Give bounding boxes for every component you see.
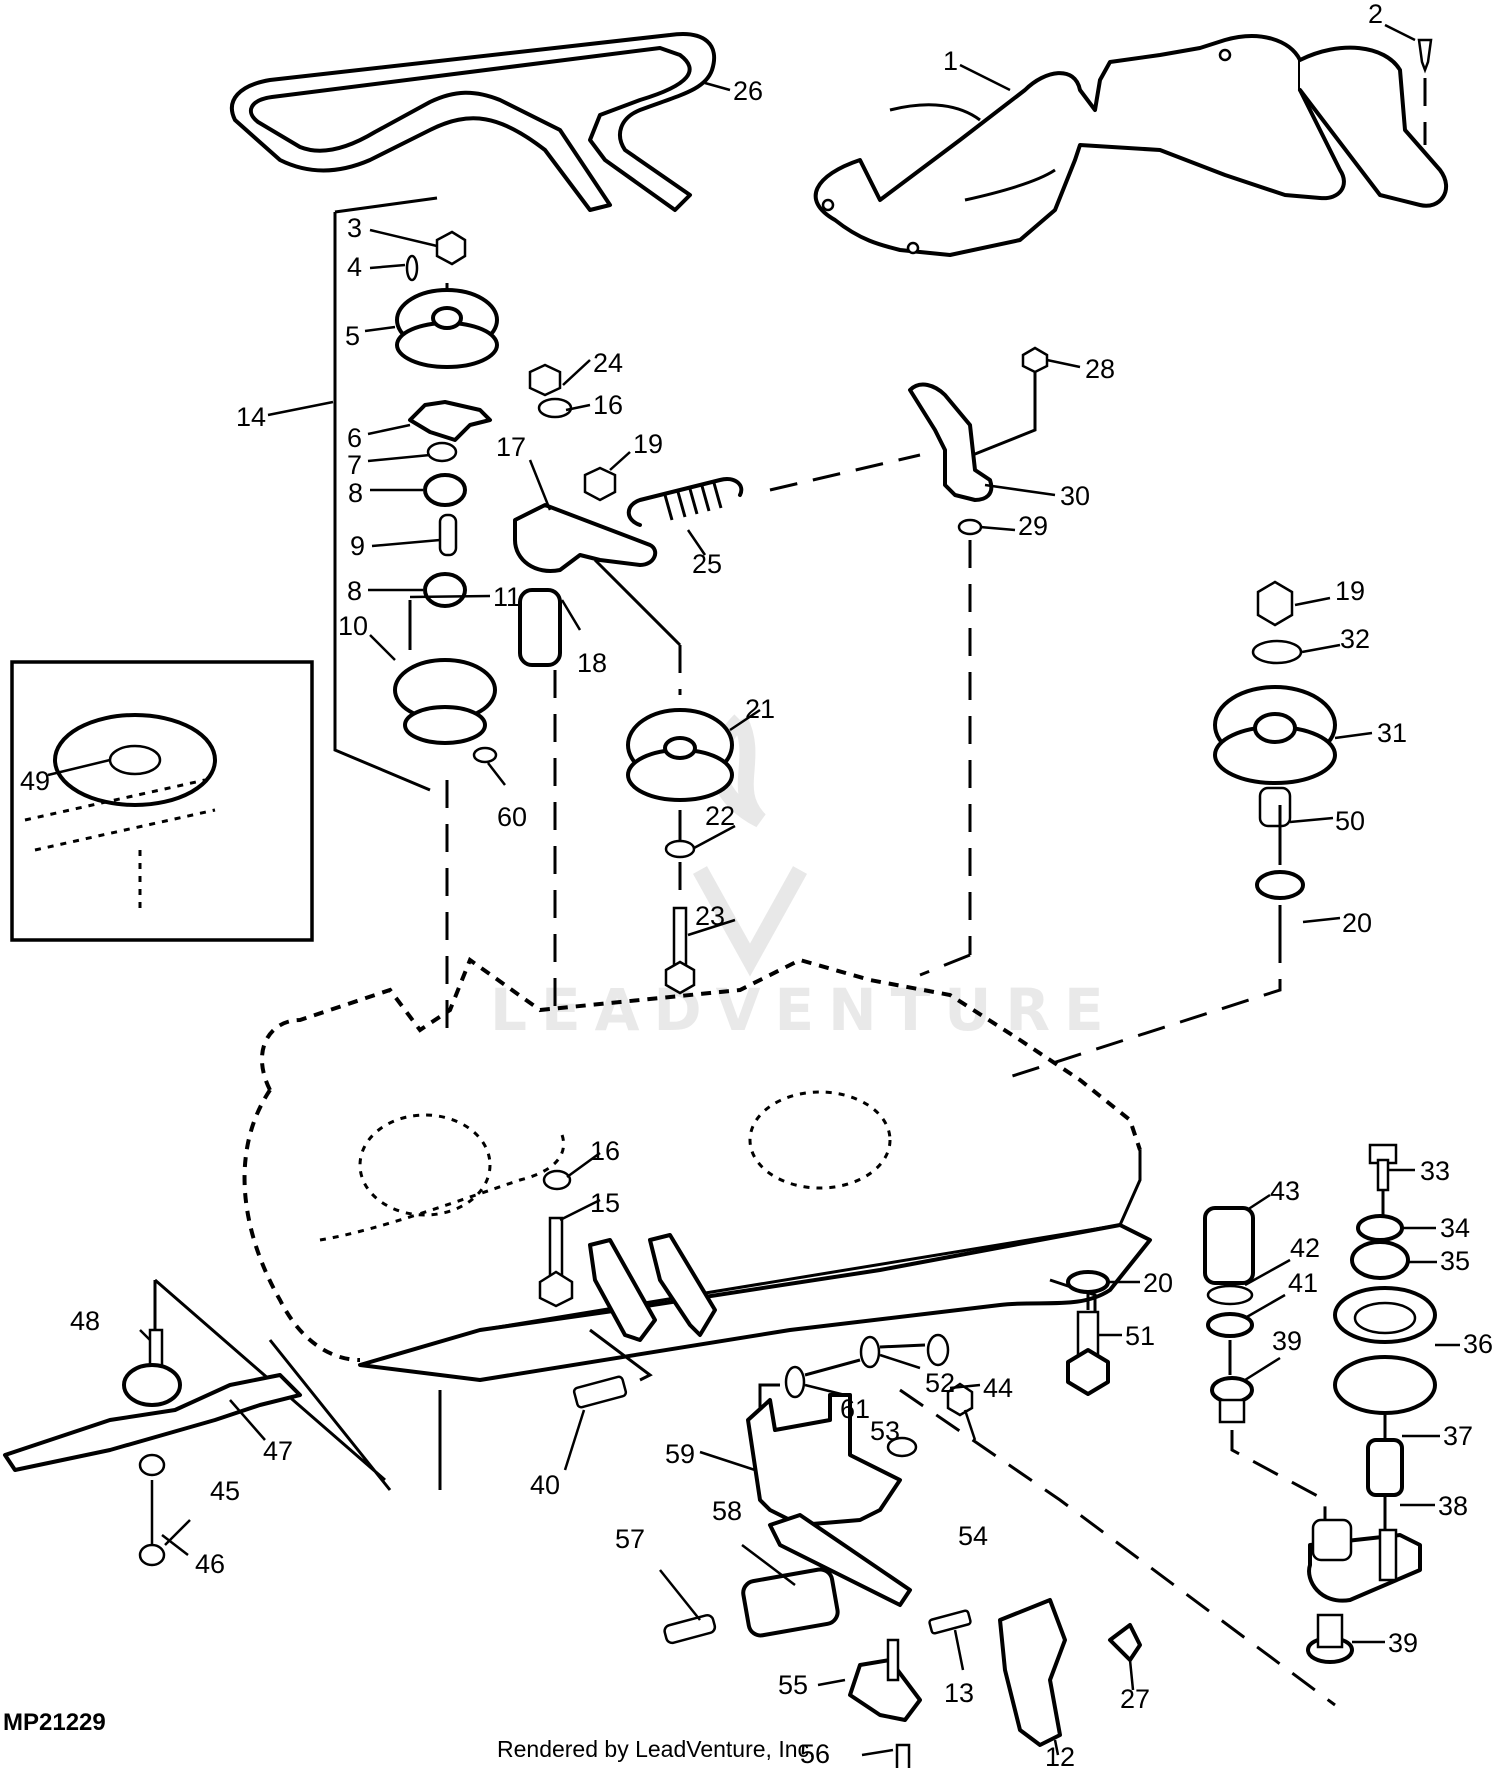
callout-49: 49	[20, 766, 50, 796]
callout-31: 31	[1377, 718, 1407, 748]
callout-30: 30	[1060, 481, 1090, 511]
watermark: LEADVENTURE	[490, 714, 1118, 1044]
callout-58: 58	[712, 1496, 742, 1526]
deck-center-bolts	[538, 1169, 574, 1308]
callout-24: 24	[593, 348, 623, 378]
callout-53: 53	[870, 1416, 900, 1446]
callout-17: 17	[496, 432, 526, 462]
left-spindle-assembly	[333, 196, 499, 1030]
callout-7: 7	[347, 450, 362, 480]
callout-39b: 39	[1388, 1628, 1418, 1658]
callouts: 1 2 3 4 5 6 7 8 9 8 10 11 14 60 49 24 16…	[20, 0, 1493, 1768]
inset-blade-adapter	[10, 660, 314, 942]
callout-37: 37	[1443, 1421, 1473, 1451]
idler-arm-assembly	[908, 346, 1049, 977]
watermark-text: LEADVENTURE	[490, 976, 1118, 1044]
deck-bolt-51	[1066, 1270, 1110, 1396]
callout-15: 15	[590, 1188, 620, 1218]
callout-29: 29	[1018, 511, 1048, 541]
callout-42: 42	[1290, 1233, 1320, 1263]
callout-60: 60	[497, 802, 527, 832]
lift-hinge-plates	[572, 1233, 717, 1409]
callout-16a: 16	[593, 390, 623, 420]
idler-bracket-assembly	[513, 363, 682, 1010]
callout-20b: 20	[1143, 1268, 1173, 1298]
part-screw-2	[1417, 38, 1433, 145]
callout-26: 26	[733, 76, 763, 106]
callout-33: 33	[1420, 1156, 1450, 1186]
mower-deck	[242, 956, 1152, 1382]
callout-51: 51	[1125, 1321, 1155, 1351]
right-pivot-stack	[1203, 1206, 1327, 1540]
callout-56: 56	[800, 1739, 830, 1768]
callout-57: 57	[615, 1524, 645, 1554]
callout-18: 18	[577, 648, 607, 678]
callout-19a: 19	[633, 429, 663, 459]
callout-8b: 8	[347, 576, 362, 606]
callout-22: 22	[705, 801, 735, 831]
callout-12: 12	[1045, 1742, 1075, 1768]
callout-61: 61	[840, 1394, 870, 1424]
callout-34: 34	[1440, 1213, 1470, 1243]
callout-21: 21	[745, 694, 775, 724]
callout-50: 50	[1335, 806, 1365, 836]
callout-40: 40	[530, 1470, 560, 1500]
part-belt	[229, 32, 717, 212]
part-belt-shield	[813, 34, 1448, 257]
callout-48: 48	[70, 1306, 100, 1336]
callout-59: 59	[665, 1439, 695, 1469]
callout-52: 52	[925, 1368, 955, 1398]
callout-36: 36	[1463, 1329, 1493, 1359]
callout-39a: 39	[1272, 1326, 1302, 1356]
callout-23: 23	[695, 901, 725, 931]
callout-46: 46	[195, 1549, 225, 1579]
callout-3: 3	[347, 213, 362, 243]
callout-43: 43	[1270, 1176, 1300, 1206]
idler-pulley-21	[626, 708, 734, 995]
callout-32: 32	[1340, 624, 1370, 654]
credit-line: Rendered by LeadVenture, Inc.	[497, 1736, 815, 1762]
callout-44: 44	[983, 1373, 1013, 1403]
pivot-washers	[784, 1333, 950, 1399]
callout-55: 55	[778, 1670, 808, 1700]
callout-13: 13	[944, 1678, 974, 1708]
callout-47: 47	[263, 1436, 293, 1466]
callout-2: 2	[1368, 0, 1383, 29]
callout-14: 14	[236, 402, 266, 432]
callout-9: 9	[350, 531, 365, 561]
double-pulley-stack	[1306, 1143, 1437, 1664]
callout-35: 35	[1440, 1246, 1470, 1276]
callout-28: 28	[1085, 354, 1115, 384]
right-idler-stack	[999, 580, 1337, 1082]
callout-10: 10	[338, 611, 368, 641]
callout-54: 54	[958, 1521, 988, 1551]
lift-bracket-assembly	[663, 1382, 1336, 1768]
callout-38: 38	[1438, 1491, 1468, 1521]
callout-27: 27	[1120, 1684, 1150, 1714]
part-spring	[626, 453, 921, 527]
callout-16b: 16	[590, 1136, 620, 1166]
callout-19b: 19	[1335, 576, 1365, 606]
blade-assembly	[3, 1278, 442, 1567]
callout-25: 25	[692, 549, 722, 579]
callout-5: 5	[345, 321, 360, 351]
callout-11: 11	[493, 582, 521, 612]
callout-1: 1	[943, 46, 958, 76]
callout-20a: 20	[1342, 908, 1372, 938]
callout-8a: 8	[348, 478, 363, 508]
callout-4: 4	[347, 252, 362, 282]
figure-id: MP21229	[3, 1709, 106, 1736]
callout-6: 6	[347, 423, 362, 453]
callout-45: 45	[210, 1476, 240, 1506]
callout-41: 41	[1288, 1268, 1318, 1298]
